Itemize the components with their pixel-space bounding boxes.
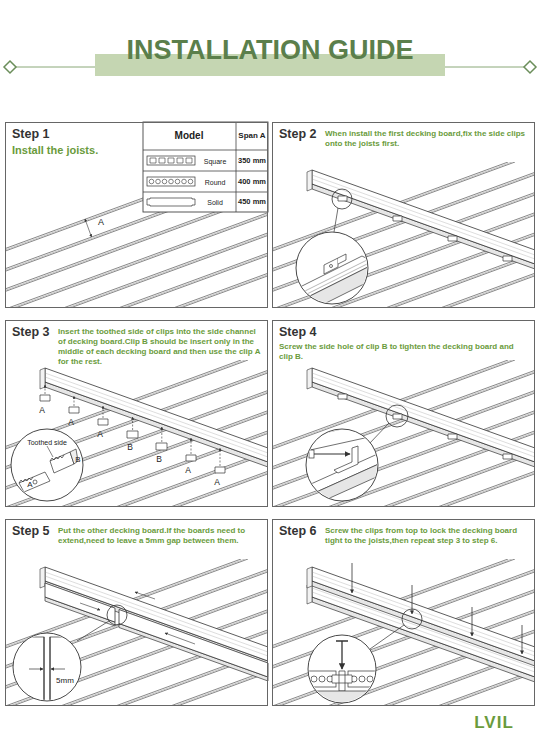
step-instruction: Install the joists.: [12, 144, 147, 158]
clip-label: B: [127, 443, 133, 452]
step-instruction: Put the other decking board.If the board…: [58, 526, 263, 546]
table-header: Model: [175, 131, 204, 141]
clip-label: B: [75, 456, 80, 464]
clip-label: A: [185, 466, 191, 475]
clip-label: A: [39, 406, 45, 415]
clip-label: A: [97, 430, 103, 439]
table-cell: Round: [205, 178, 226, 185]
step4-drawing: [72, 360, 540, 520]
step-instruction: Insert the toothed side of clips into th…: [58, 327, 263, 367]
step-heading: Step 4: [279, 326, 317, 340]
step2-drawing: [72, 162, 540, 322]
step-panel: Step 4 Screw the side hole of clip B to t…: [272, 320, 535, 507]
step-panel: Step 1 Install the joists.: [5, 122, 268, 308]
step-panel: Step 2 When install the first decking boa…: [272, 122, 535, 308]
step-heading: Step 3: [12, 326, 50, 340]
table-cell: Solid: [207, 199, 223, 206]
step3-drawing: [0, 360, 540, 520]
step-panel: Step 5 Put the other decking board.If the…: [5, 519, 268, 706]
table-cell: 350 mm: [238, 157, 266, 165]
clip-label: A: [27, 481, 32, 489]
step-panel: Step 6 Screw the clips from top to lock t…: [272, 519, 535, 706]
callout-note: Toothed side: [27, 439, 67, 446]
step-heading: Step 2: [279, 128, 317, 142]
table-header: Span A: [238, 132, 265, 140]
clip-label: B: [156, 455, 162, 464]
step-instruction: Screw the side hole of clip B to tighten…: [279, 342, 529, 362]
table-cell: 450 mm: [238, 198, 266, 206]
brand-logo: LVIL: [474, 714, 514, 731]
clip-label: A: [68, 418, 74, 427]
span-table: [143, 122, 268, 212]
step-instruction: When install the first decking board,fix…: [325, 129, 530, 149]
step-heading: Step 6: [279, 525, 317, 539]
step5-drawing: [0, 559, 540, 719]
clip-label: A: [214, 478, 220, 487]
step-heading: Step 1: [12, 128, 50, 142]
step1-drawing: [0, 162, 540, 322]
step6-drawing: [72, 559, 540, 719]
table-cell: Square: [204, 157, 227, 164]
dimension-label: 5mm: [56, 677, 74, 685]
table-cell: 400 mm: [238, 178, 266, 186]
step-instruction: Screw the clips from top to lock the dec…: [325, 526, 530, 546]
dimension-label: A: [98, 218, 104, 227]
step-heading: Step 5: [12, 525, 50, 539]
guide-title: INSTALLATION GUIDE: [0, 37, 540, 64]
